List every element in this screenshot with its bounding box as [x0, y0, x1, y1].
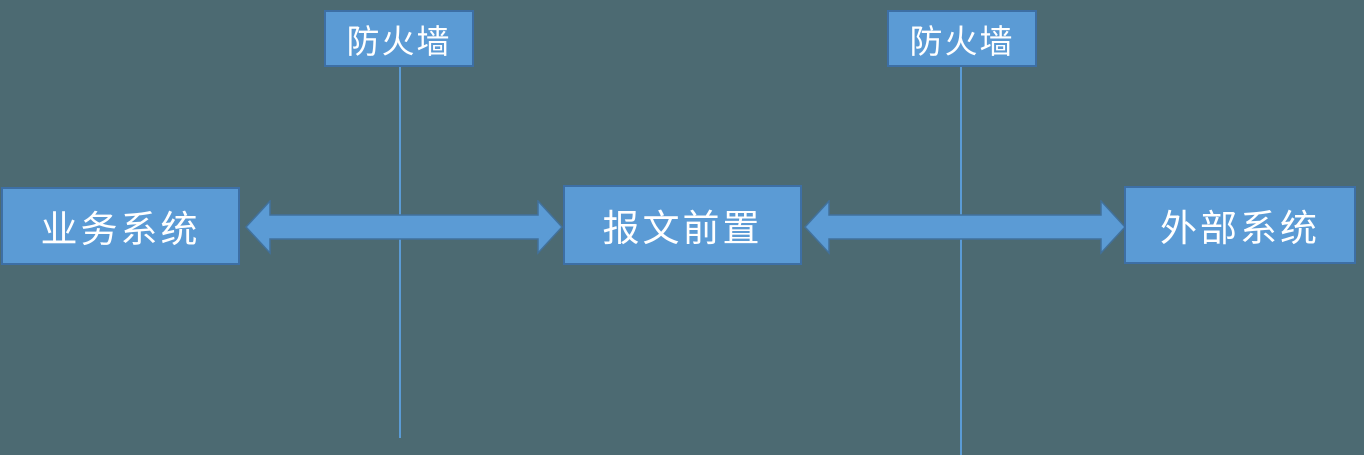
node-business-system: 业务系统: [1, 187, 240, 265]
external-system-label: 外部系统: [1160, 209, 1320, 250]
firewall-right-label: 防火墙: [909, 24, 1015, 61]
firewall-line-right: [960, 67, 962, 455]
node-message-front: 报文前置: [563, 185, 802, 265]
firewall-left-label: 防火墙: [346, 24, 452, 61]
double-arrow-business-message: [245, 200, 563, 255]
double-arrow-shape: [245, 200, 563, 255]
business-system-label: 业务系统: [40, 210, 201, 251]
message-front-label: 报文前置: [602, 209, 763, 250]
node-firewall-left: 防火墙: [324, 10, 474, 67]
double-arrow-message-external: [804, 200, 1126, 255]
firewall-line-left: [399, 67, 401, 438]
double-arrow-shape: [804, 200, 1126, 255]
node-firewall-right: 防火墙: [887, 10, 1037, 67]
node-external-system: 外部系统: [1124, 186, 1356, 264]
